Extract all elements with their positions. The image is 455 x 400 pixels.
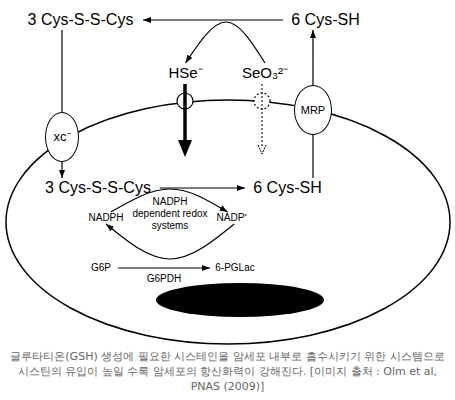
node-text: NADPH xyxy=(88,212,123,224)
node-text: G6P xyxy=(91,262,111,274)
figure-caption: 글루타티온(GSH) 생성에 필요한 시스테인을 암세포 내부로 흡수시키기 위… xyxy=(6,349,449,394)
node-text: 3 Cys-S-S-Cys xyxy=(45,179,151,197)
molecule-label: 3 Cys-S-S-Cys xyxy=(36,178,160,198)
reaction-arrow xyxy=(61,30,62,112)
enzyme-label: G6PDH xyxy=(147,273,181,285)
reaction-arrow xyxy=(312,30,313,85)
molecule-label: 6-PGLac xyxy=(210,262,260,274)
cell-illustration xyxy=(6,84,450,344)
reaction-arrow xyxy=(186,22,266,63)
connector-layer xyxy=(62,20,313,268)
molecule-label: HSe⁻ xyxy=(163,63,208,82)
molecule-label: 6 Cys-SH xyxy=(283,10,368,30)
node-text: SeO₃²⁻ xyxy=(242,64,288,81)
molecule-label: NADP⁺ xyxy=(210,212,254,224)
molecule-label: G6P xyxy=(84,262,118,274)
reaction-arrow xyxy=(312,135,313,178)
cell-membrane xyxy=(6,100,450,344)
reaction-arrow xyxy=(143,19,283,20)
node-text: xc⁻ xyxy=(54,130,71,145)
reaction-arrow xyxy=(118,267,210,268)
molecule-label: NADPH xyxy=(82,212,130,224)
reaction-arrow xyxy=(61,162,62,178)
node-text: 6-PGLac xyxy=(215,262,254,274)
transporter-oval: MRP xyxy=(294,85,332,135)
system-note: NADPH dependent redox systems xyxy=(130,196,210,232)
node-text: 6 Cys-SH xyxy=(253,179,321,197)
selenite-uptake-arrow xyxy=(262,84,263,148)
selenite-uptake-head xyxy=(258,145,266,154)
molecule-label: 6 Cys-SH xyxy=(245,178,330,198)
node-text: 6 Cys-SH xyxy=(291,11,359,29)
node-text: 3 Cys-S-S-Cys xyxy=(28,11,134,29)
node-text: MRP xyxy=(301,104,325,117)
node-text: NADP⁺ xyxy=(217,212,248,224)
molecule-label: 3 Cys-S-S-Cys xyxy=(18,10,143,30)
molecule-label: SeO₃²⁻ xyxy=(240,63,290,82)
reaction-arrow xyxy=(160,187,245,188)
selenide-uptake-head xyxy=(178,140,192,157)
nucleus-shape xyxy=(156,283,324,317)
selenide-uptake-arrow xyxy=(183,84,187,141)
transporter-oval: xc⁻ xyxy=(45,112,79,162)
node-text: HSe⁻ xyxy=(168,64,202,81)
